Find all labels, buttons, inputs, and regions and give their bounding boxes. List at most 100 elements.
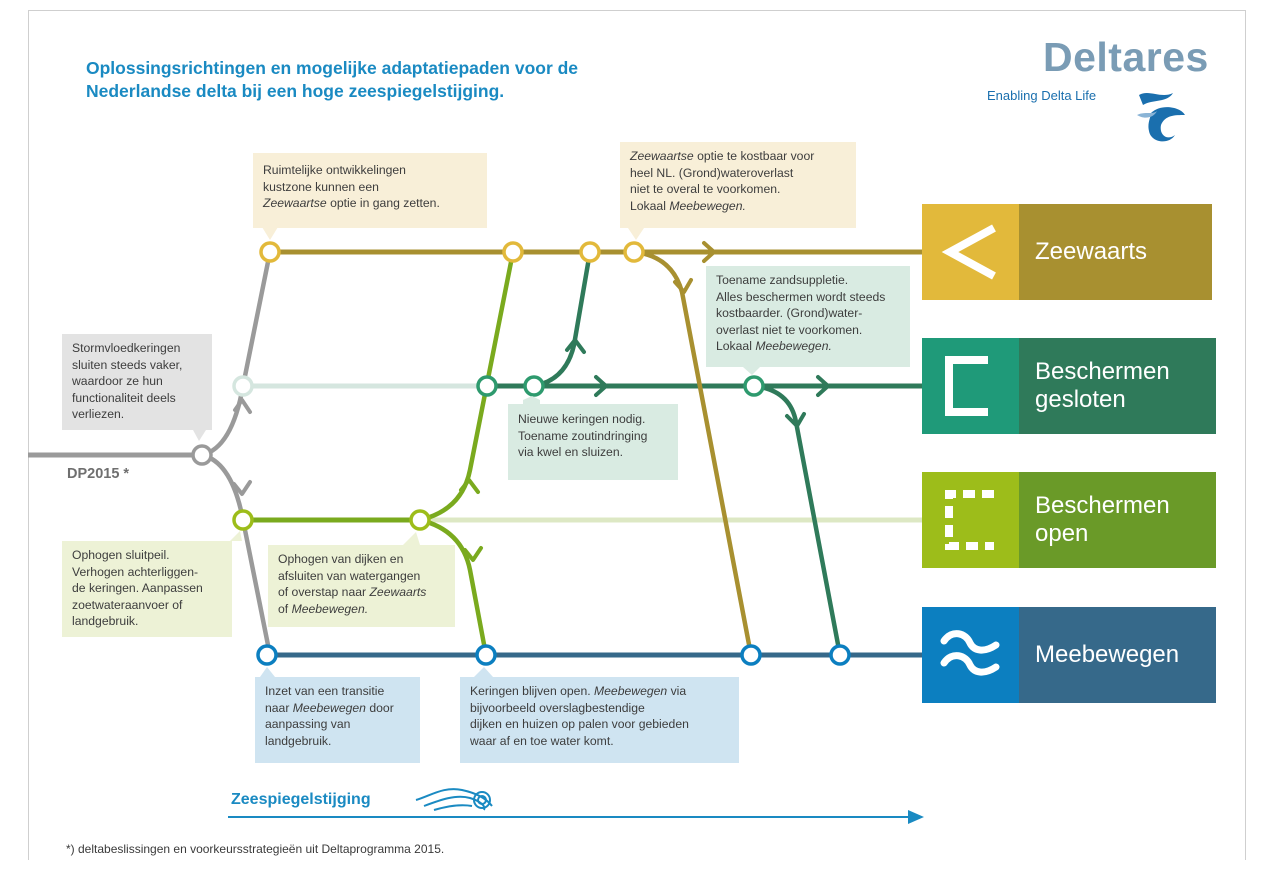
strategy-label-text: Beschermen xyxy=(1035,358,1170,385)
note-line: Zeewaartse optie te kostbaar voor xyxy=(630,148,846,165)
strategy-moving-along: Meebewegen xyxy=(922,607,1216,703)
footnote: *) deltabeslissingen en voorkeursstrateg… xyxy=(66,842,445,856)
title-line-2: Nederlandse delta bij een hoge zeespiege… xyxy=(86,81,505,101)
note-line: Alles beschermen wordt steeds xyxy=(716,289,886,304)
note-line: afsluiten van watergangen xyxy=(278,568,421,583)
page-title: Oplossingsrichtingen en mogelijke adapta… xyxy=(86,57,686,103)
node-start xyxy=(191,444,213,466)
em-text: Zeewaartse xyxy=(630,149,694,163)
note-line: de keringen. Aanpassen xyxy=(72,581,203,595)
note-text: naar xyxy=(265,700,293,715)
node-closed xyxy=(476,375,498,397)
note-line: Toename zandsuppletie. xyxy=(716,273,849,287)
note-line: Toename zoutindringing xyxy=(518,428,648,443)
note-line: of Meebewegen. xyxy=(278,601,445,618)
note-line: Lokaal Meebewegen. xyxy=(630,198,846,215)
em-text: Meebewegen. xyxy=(755,339,832,353)
note-barriers-open: Keringen blijven open. Meebewegen via bi… xyxy=(460,677,739,763)
note-text: Lokaal xyxy=(716,339,756,353)
arrow-icon xyxy=(565,338,586,354)
arrow-icon xyxy=(785,412,806,428)
note-line: waar af en toe water komt. xyxy=(470,733,614,748)
note-line: niet te overal te voorkomen. xyxy=(630,182,781,196)
closed-bracket-icon xyxy=(945,356,988,416)
note-line: naar Meebewegen door xyxy=(265,700,410,717)
node-closed xyxy=(743,375,765,397)
arrow-icon xyxy=(463,546,483,562)
note-line: Ruimtelijke ontwikkelingen xyxy=(263,163,406,177)
note-line: functionaliteit deels xyxy=(72,390,176,405)
arrow-icon xyxy=(702,241,716,263)
strategy-protect-closed: Beschermen gesloten xyxy=(922,338,1216,434)
strategy-label-text: gesloten xyxy=(1035,386,1126,413)
node-open xyxy=(409,509,431,531)
strategy-label: Beschermen open xyxy=(1019,472,1216,568)
note-line: kostbaarder. (Grond)water- xyxy=(716,306,863,320)
arrow-icon xyxy=(594,375,608,397)
em-text: Meebewegen xyxy=(594,684,668,698)
strategy-label-text: Meebewegen xyxy=(1035,641,1180,668)
waves-icon xyxy=(940,630,1000,676)
note-line: sluiten steeds vaker, xyxy=(72,357,183,372)
deltares-logo-icon xyxy=(1137,93,1185,142)
node-seaward xyxy=(623,241,645,263)
node-seaward xyxy=(259,241,281,263)
start-label: DP2015 * xyxy=(67,466,130,482)
em-text: Zeewaartse xyxy=(263,196,327,210)
strategy-icon-box xyxy=(922,607,1019,703)
note-text: optie in gang zetten. xyxy=(326,196,440,210)
note-text: via xyxy=(667,684,687,698)
note-line: Lokaal Meebewegen. xyxy=(716,338,900,355)
note-line: Ophogen van dijken en xyxy=(278,552,404,566)
em-text: Meebewegen. xyxy=(669,198,746,213)
strategy-icon-box xyxy=(922,472,1019,568)
node-closed-faded xyxy=(232,375,254,397)
arrow-icon xyxy=(233,398,252,414)
closed-to-seaward-link xyxy=(533,251,593,389)
note-line: zoetwateraanvoer of xyxy=(72,597,183,612)
node-seaward xyxy=(502,241,524,263)
note-text: Lokaal xyxy=(630,198,670,213)
strategy-label-text: open xyxy=(1035,520,1089,547)
strategy-icon-box xyxy=(922,204,1019,300)
note-line: dijken en huizen op palen voor gebieden xyxy=(470,717,689,731)
arrow-icon xyxy=(816,375,830,397)
open-bracket-icon xyxy=(945,490,994,550)
note-seaward-costly: Zeewaartse optie te kostbaar voor heel N… xyxy=(620,142,856,228)
note-line: Keringen blijven open. Meebewegen via xyxy=(470,683,729,700)
note-text: door xyxy=(365,700,394,715)
note-line: overlast niet te voorkomen. xyxy=(716,322,863,337)
callout-pointer xyxy=(230,531,242,541)
note-storm-barriers: Stormvloedkeringen sluiten steeds vaker,… xyxy=(62,334,212,430)
note-text: optie te kostbaar voor xyxy=(693,149,815,163)
title-line-1: Oplossingsrichtingen en mogelijke adapta… xyxy=(86,58,579,78)
note-line: Zeewaartse optie in gang zetten. xyxy=(263,195,477,212)
em-text: Meebewegen. xyxy=(291,601,369,616)
note-new-barriers: Nieuwe keringen nodig. Toename zoutindri… xyxy=(508,404,678,480)
logo-tagline: Enabling Delta Life xyxy=(987,88,1097,103)
note-sand-nourishment: Toename zandsuppletie. Alles beschermen … xyxy=(706,266,910,367)
arrow-icon xyxy=(673,278,693,294)
callout-pointer xyxy=(262,227,278,240)
note-text: Keringen blijven open. xyxy=(470,684,594,698)
axis-label: Zeespiegelstijging xyxy=(231,791,371,808)
note-spatial-development: Ruimtelijke ontwikkelingen kustzone kunn… xyxy=(253,153,487,228)
note-line: bijvoorbeeld overslagbestendige xyxy=(470,700,645,715)
node-seaward xyxy=(579,241,601,263)
note-line: of overstap naar Zeewaarts xyxy=(278,584,445,601)
note-line: aanpassing van xyxy=(265,717,351,731)
note-transition: Inzet van een transitie naar Meebewegen … xyxy=(255,677,420,763)
node-closed xyxy=(523,375,545,397)
strategy-label: Beschermen gesloten xyxy=(1019,338,1216,434)
note-line: waardoor ze hun xyxy=(72,374,163,388)
note-line: landgebruik. xyxy=(265,733,332,748)
strategy-protect-open: Beschermen open xyxy=(922,472,1216,568)
strategy-icon-box xyxy=(922,338,1019,434)
note-raise-dikes: Ophogen van dijken en afsluiten van wate… xyxy=(268,545,455,627)
note-line: Verhogen achterliggen- xyxy=(72,564,199,579)
note-line: heel NL. (Grond)wateroverlast xyxy=(630,165,794,180)
note-text: of overstap naar xyxy=(278,585,370,599)
node-moving xyxy=(829,644,851,666)
note-raise-level: Ophogen sluitpeil. Verhogen achterliggen… xyxy=(62,541,232,637)
